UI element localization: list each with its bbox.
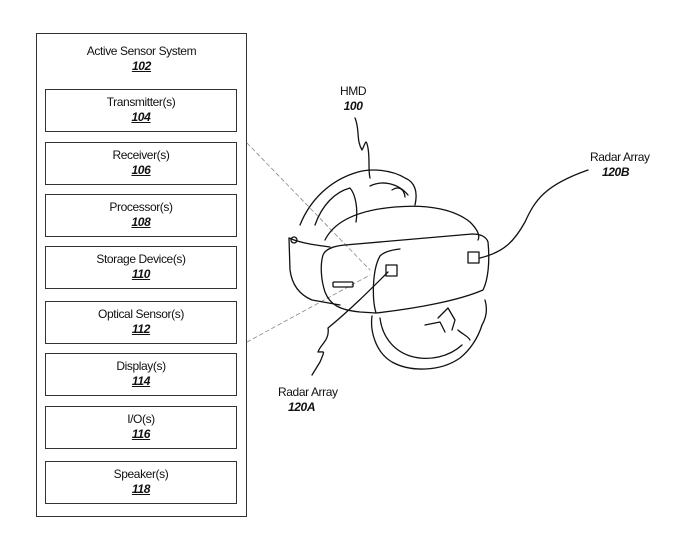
hmd-vent-slot [332,281,354,288]
component-label: Speaker(s) [113,467,169,481]
component-ref: 108 [131,215,151,229]
component-optical-sensors: Optical Sensor(s) 112 [45,301,237,344]
hmd-face-shield [370,299,488,370]
radar-array-b-sensor [467,251,480,264]
hmd-rear-band [288,237,341,306]
component-label: Optical Sensor(s) [98,307,184,321]
hmd-strap-inner-2 [369,182,409,196]
radar-array-b-label: Radar Array 120B [590,150,650,180]
radar-array-a-label: Radar Array 120A [278,385,338,415]
radar-array-a-sensor [385,264,398,277]
hmd-face-shield-inner [379,317,463,360]
radar-b-leader-line [479,169,589,259]
component-label: Receiver(s) [112,148,170,162]
hmd-inner-bracket [424,307,456,333]
component-ref: 112 [131,322,151,336]
projection-line-lower [246,274,371,343]
hmd-strap-knob [391,187,406,198]
component-label: Processor(s) [109,200,173,214]
hmd-label: HMD 100 [340,84,367,114]
hmd-shell-top [324,205,480,241]
component-label: Transmitter(s) [106,95,176,109]
component-processors: Processor(s) 108 [45,194,237,237]
hmd-front-visor [320,233,490,314]
hmd-strap-inner [314,187,358,226]
projection-line-upper [246,142,371,271]
component-storage-devices: Storage Device(s) 110 [45,246,237,289]
component-ref: 110 [131,267,151,281]
active-sensor-system-box: Active Sensor System 102 Transmitter(s) … [36,33,247,517]
radar-b-label-text: Radar Array [590,150,650,164]
radar-a-leader-line [311,271,389,376]
hmd-ref: 100 [343,99,363,113]
component-ios: I/O(s) 116 [45,406,237,449]
component-label: Display(s) [116,359,166,373]
component-ref: 104 [131,110,151,124]
radar-a-ref: 120A [288,400,316,414]
component-label: I/O(s) [127,412,155,426]
hmd-rear-knob [290,236,298,244]
hmd-rear-band-top [288,237,331,248]
radar-a-label-text: Radar Array [278,385,338,399]
hmd-inner-detail [457,329,471,341]
component-ref: 116 [131,427,151,441]
system-title-label: Active Sensor System [86,44,197,58]
component-ref: 114 [131,374,151,388]
hmd-leader-line [354,117,371,179]
component-receivers: Receiver(s) 106 [45,142,237,185]
component-label: Storage Device(s) [96,252,186,266]
component-transmitters: Transmitter(s) 104 [45,89,237,132]
radar-b-ref: 120B [602,165,630,179]
hmd-visor-edge [372,248,401,314]
system-ref: 102 [131,59,152,73]
component-ref: 106 [131,163,151,177]
hmd-label-text: HMD [340,84,367,98]
system-title: Active Sensor System 102 [37,44,246,74]
component-speakers: Speaker(s) 118 [45,461,237,504]
component-displays: Display(s) 114 [45,353,237,396]
hmd-strap-top [299,169,417,226]
component-ref: 118 [131,482,151,496]
